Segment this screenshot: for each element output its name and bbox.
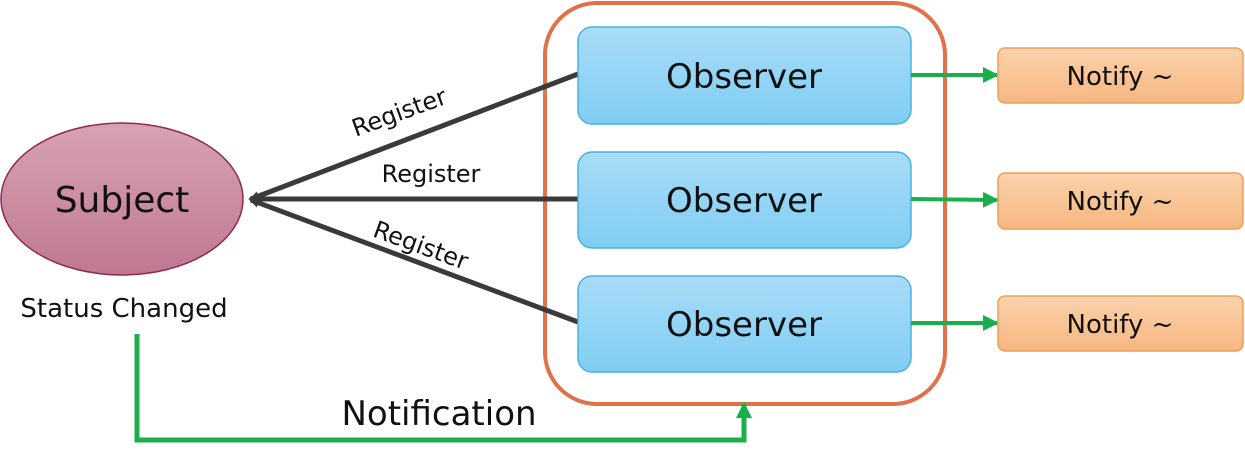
observer-label-3: Observer — [666, 305, 822, 345]
notification-arrow — [134, 334, 752, 443]
notify-arrow-2 — [910, 191, 999, 208]
notify-label-2: Notify ~ — [1067, 187, 1174, 217]
notify-node-2 — [997, 172, 1244, 230]
subject-status-label: Status Changed — [20, 294, 227, 324]
register-arrow-3 — [249, 197, 579, 325]
observer-label-1: Observer — [666, 57, 822, 97]
register-label-2: Register — [382, 160, 481, 188]
subject-label: Subject — [55, 180, 190, 221]
register-label-1: Register — [348, 82, 451, 142]
notification-label: Notification — [341, 394, 536, 434]
notify-node-3 — [997, 295, 1244, 352]
register-arrow-1 — [249, 71, 579, 202]
observer-label-2: Observer — [666, 181, 822, 221]
notify-node-1 — [997, 47, 1244, 104]
subject-node — [0, 122, 244, 276]
register-label-3: Register — [370, 215, 473, 275]
notify-label-1: Notify ~ — [1067, 62, 1174, 92]
notify-label-3: Notify ~ — [1067, 310, 1174, 340]
